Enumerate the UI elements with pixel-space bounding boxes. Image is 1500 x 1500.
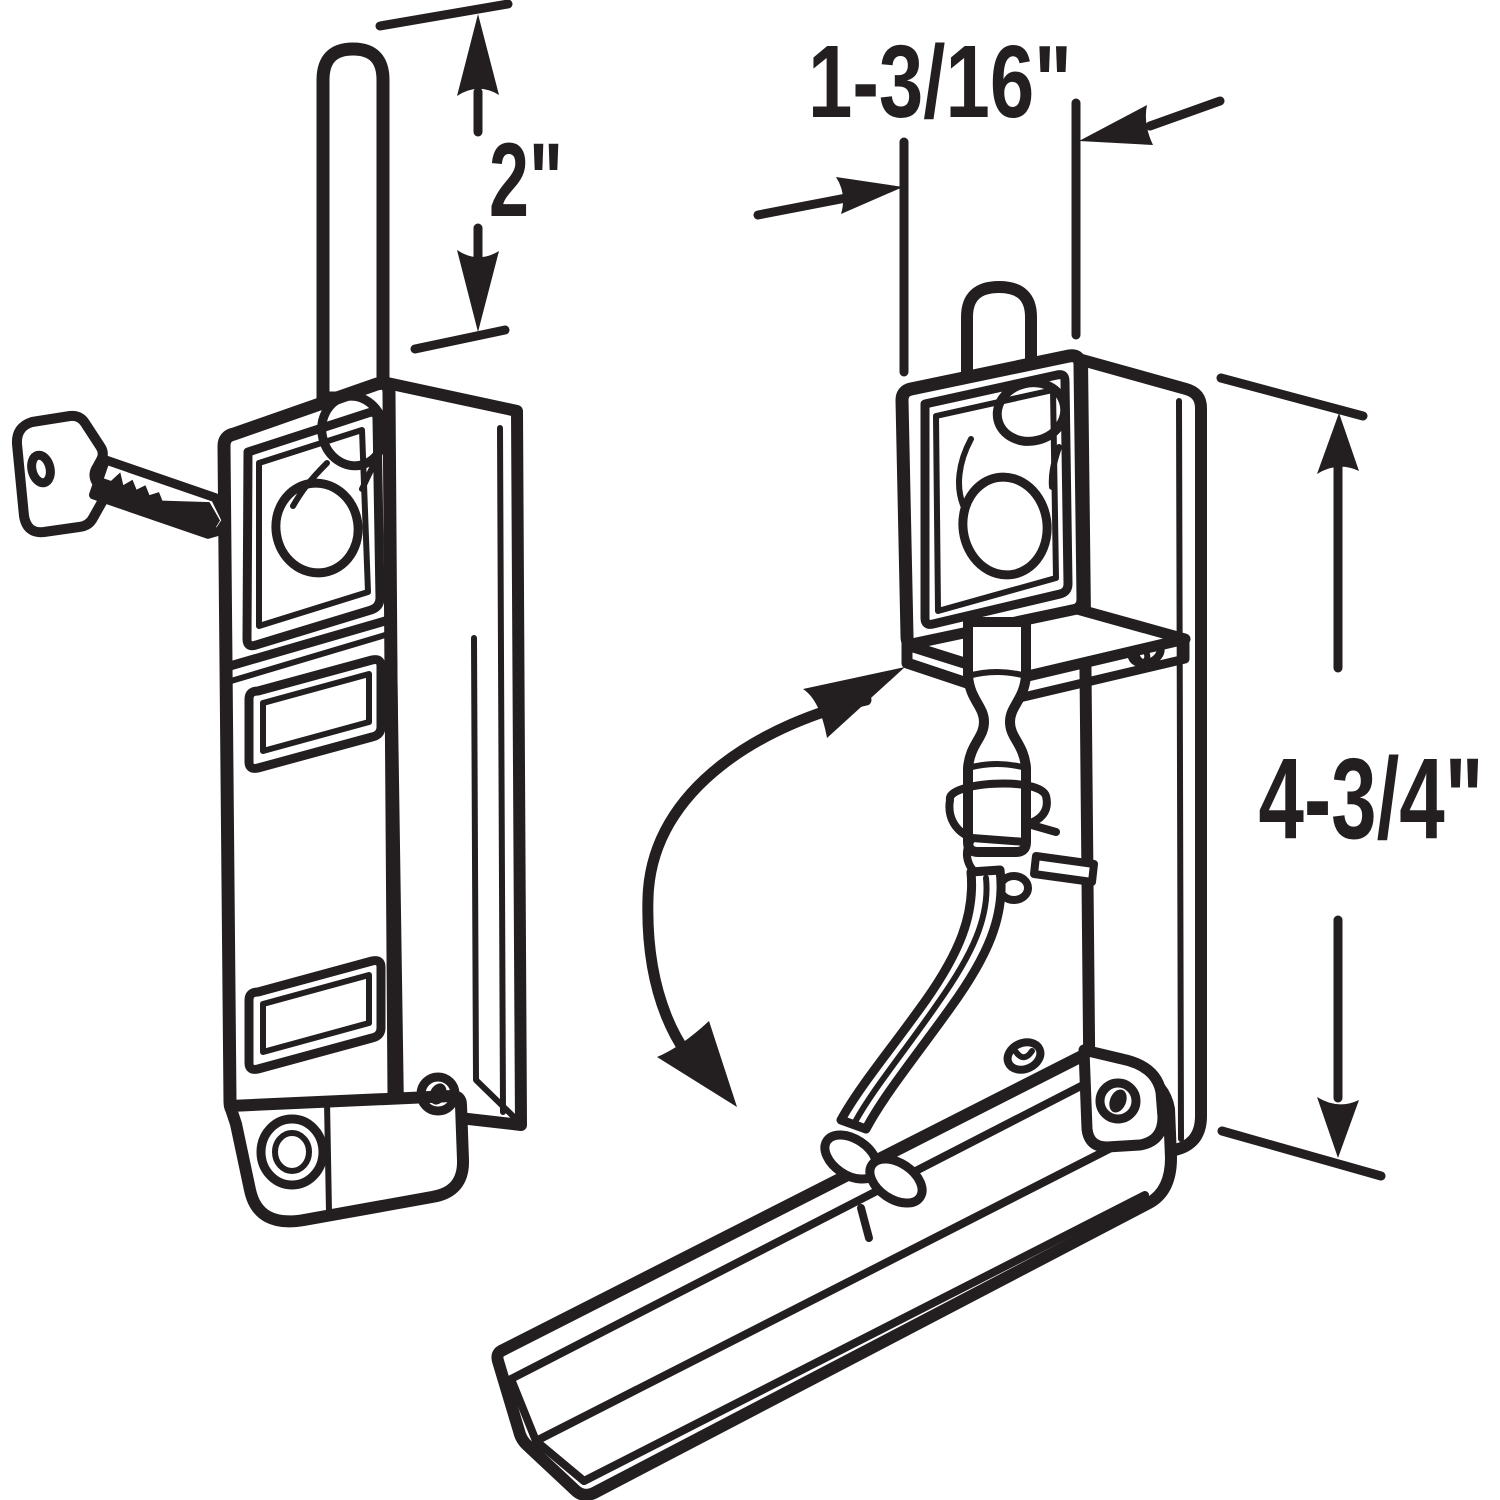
arrow-up-icon	[1317, 413, 1359, 474]
height-dimension: 4-3/4"	[1216, 373, 1484, 1181]
dim-tick	[1217, 1126, 1386, 1181]
key-teeth	[94, 472, 221, 531]
body-seam-inner	[228, 630, 395, 684]
arrow-left-icon	[1079, 105, 1153, 145]
base-divider	[324, 1099, 332, 1215]
width-dimension: 1-3/16"	[753, 24, 1225, 377]
mounting-plate	[1076, 354, 1207, 1164]
rotation-arrowhead-down-icon	[657, 1021, 737, 1107]
lock-head	[895, 349, 1090, 653]
channel-rails	[507, 1081, 1149, 1485]
latch-bolt	[963, 617, 1031, 857]
channel-screw	[1003, 1038, 1045, 1074]
head-panel	[920, 370, 1073, 629]
arrow-up-icon	[457, 14, 499, 96]
lock-rod	[316, 42, 390, 405]
body-seam	[225, 614, 397, 671]
rotation-arrowhead-up-icon	[803, 667, 905, 738]
cylinder-hole-upper	[317, 391, 389, 471]
key-icon	[11, 410, 231, 539]
hinge-pivot	[1095, 1078, 1141, 1124]
rotation-arrow	[642, 667, 905, 1107]
dim-line	[753, 193, 851, 220]
cylinder-housing-lines	[290, 452, 382, 509]
head-hole-lower	[958, 472, 1052, 580]
hinge-base	[224, 1072, 469, 1228]
side-face-lines	[471, 425, 522, 1125]
open-view: 1-3/16"	[491, 24, 1484, 1500]
pivot-knuckles	[820, 1130, 927, 1242]
arrow-down-icon	[457, 250, 499, 332]
lever-arm	[836, 865, 1006, 1134]
base-ring	[256, 1114, 328, 1190]
mounting-recess-upper	[244, 655, 386, 773]
clip-pin	[1030, 852, 1098, 886]
flip-handle-channel	[491, 1038, 1177, 1500]
plate-bend-line	[1176, 398, 1184, 1142]
arrow-down-icon	[1317, 1097, 1359, 1158]
locked-view: 2"	[11, 0, 563, 1228]
dim-tick	[1216, 373, 1368, 421]
head-housing-lines	[956, 436, 1062, 508]
head-hole-upper	[992, 378, 1070, 446]
dim-tick	[410, 325, 510, 354]
body-width-label: 1-3/16"	[808, 24, 1072, 139]
arrow-right-icon	[836, 177, 903, 214]
mounting-recess-lower	[244, 956, 386, 1074]
key-hole	[27, 450, 55, 488]
rod-extension-dimension: 2"	[375, 0, 563, 354]
hinge-bracket	[1078, 1044, 1169, 1153]
rod-extension-label: 2"	[489, 122, 563, 239]
body-height-label: 4-3/4"	[1259, 735, 1484, 863]
dim-tick	[375, 0, 513, 31]
dim-line	[1145, 96, 1225, 131]
base-pin	[416, 1072, 460, 1116]
